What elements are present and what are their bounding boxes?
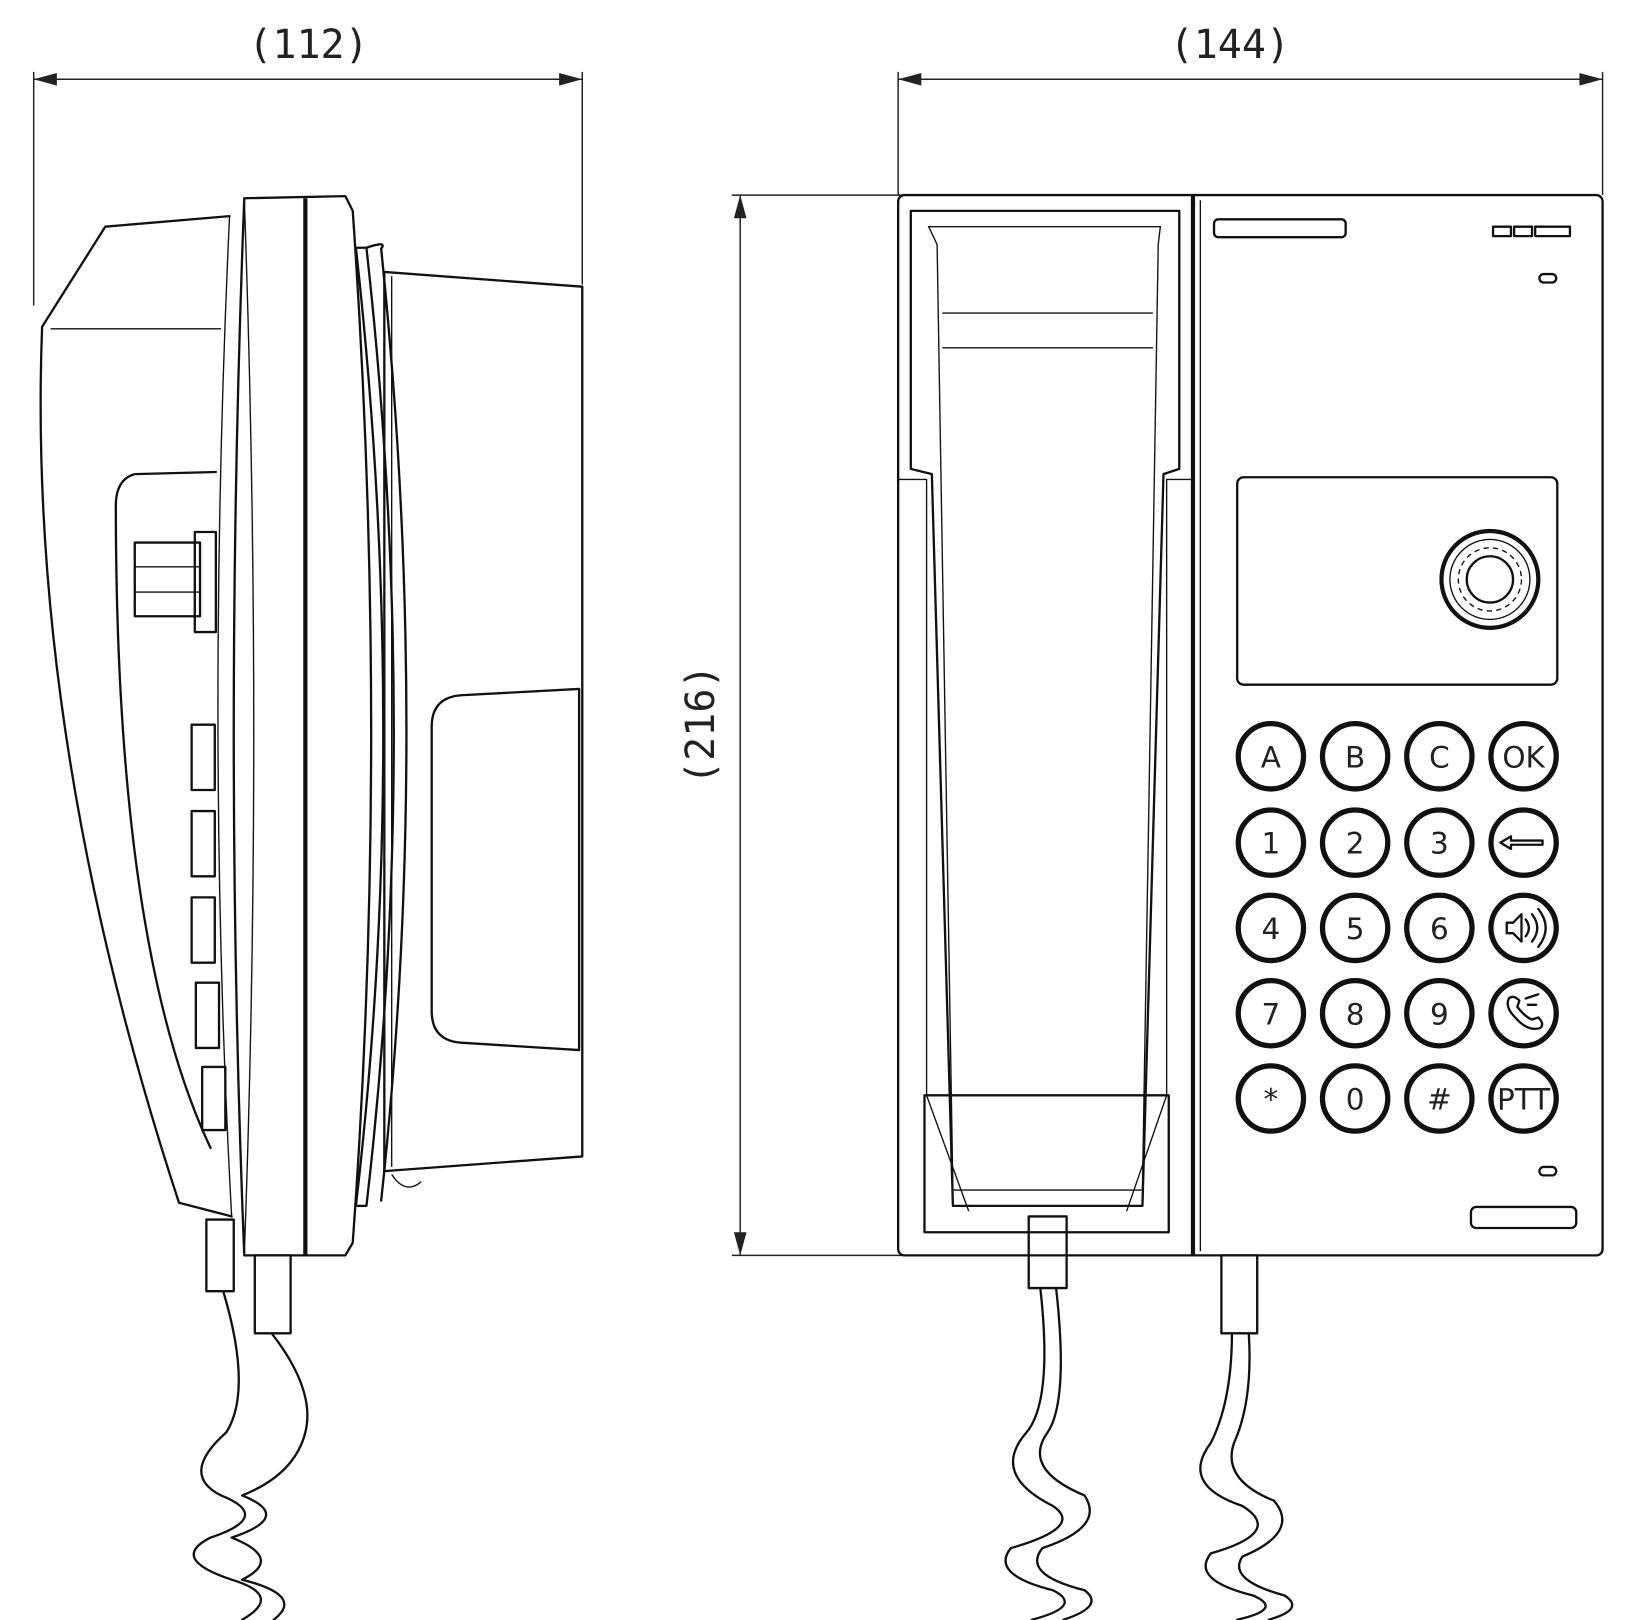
key-3-2[interactable]: 9 <box>1404 977 1475 1049</box>
key-circle <box>1235 1063 1307 1134</box>
indicator-led <box>1491 225 1513 238</box>
key-circle <box>1488 721 1559 792</box>
key-circle <box>1404 807 1475 878</box>
key-0-3[interactable]: OK <box>1488 721 1559 792</box>
key-2-3[interactable] <box>1488 892 1559 964</box>
key-4-3[interactable]: PTT <box>1488 1063 1559 1134</box>
key-4-1[interactable]: 0 <box>1319 1063 1391 1134</box>
key-circle <box>1404 977 1475 1049</box>
bottom-slot <box>1469 1205 1578 1230</box>
key-label: 1 <box>1262 827 1281 861</box>
key-label: # <box>1427 1083 1452 1117</box>
key-label: 5 <box>1346 912 1365 946</box>
side-cords <box>192 1218 309 1620</box>
key-circle <box>1488 807 1559 878</box>
key-circle <box>1319 977 1391 1049</box>
key-label: 4 <box>1262 912 1281 946</box>
display-screen <box>1236 476 1559 686</box>
side-depth-label: (112) <box>248 22 368 68</box>
camera-icon <box>1439 528 1541 630</box>
key-label: * <box>1264 1083 1279 1117</box>
key-label: 6 <box>1430 912 1449 946</box>
key-3-0[interactable]: 7 <box>1235 977 1307 1049</box>
key-label: B <box>1345 740 1365 774</box>
top-slot <box>1212 218 1347 239</box>
keypad: A B C OK 1 2 3 4 5 6 7 8 9 * 0 # PTT <box>1235 721 1559 1134</box>
key-label: OK <box>1502 740 1545 774</box>
key-1-2[interactable]: 3 <box>1404 807 1475 878</box>
key-3-3[interactable] <box>1488 977 1559 1049</box>
key-circle <box>1404 721 1475 792</box>
key-1-1[interactable]: 2 <box>1319 807 1391 878</box>
dimension-front-height: (216) <box>678 194 906 1257</box>
key-2-2[interactable]: 6 <box>1404 892 1475 964</box>
key-circle <box>1319 807 1391 878</box>
key-1-0[interactable]: 1 <box>1235 807 1307 878</box>
key-circle <box>1488 1063 1559 1134</box>
dimension-side-depth: (112) <box>32 22 584 306</box>
key-3-1[interactable]: 8 <box>1319 977 1391 1049</box>
key-0-1[interactable]: B <box>1319 721 1391 792</box>
key-circle <box>1235 892 1307 964</box>
key-label: PTT <box>1497 1083 1551 1117</box>
key-label: A <box>1261 740 1281 774</box>
key-circle <box>1235 721 1307 792</box>
key-label: 7 <box>1262 997 1281 1031</box>
speaker-icon <box>1505 907 1547 949</box>
key-circle <box>1319 892 1391 964</box>
key-4-0[interactable]: * <box>1235 1063 1307 1134</box>
key-2-0[interactable]: 4 <box>1235 892 1307 964</box>
key-label: C <box>1429 740 1450 774</box>
key-circle <box>1319 721 1391 792</box>
side-view <box>39 194 584 1620</box>
key-label: 2 <box>1346 827 1365 861</box>
key-circle <box>1235 807 1307 878</box>
key-label: 0 <box>1346 1083 1365 1117</box>
front-width-label: (144) <box>1170 22 1290 68</box>
key-label: 8 <box>1346 997 1365 1031</box>
side-box-recess <box>430 687 581 1052</box>
key-circle <box>1319 1063 1391 1134</box>
front-view: A B C OK 1 2 3 4 5 6 7 8 9 * 0 # PTT <box>896 193 1604 1620</box>
side-keys <box>190 723 227 1132</box>
hang-up-icon <box>1506 993 1544 1031</box>
indicator-led <box>1512 225 1534 238</box>
front-height-label: (216) <box>678 665 724 785</box>
key-label: 9 <box>1430 997 1449 1031</box>
key-0-0[interactable]: A <box>1235 721 1307 792</box>
key-0-2[interactable]: C <box>1404 721 1475 792</box>
key-circle <box>1235 977 1307 1049</box>
key-circle <box>1404 892 1475 964</box>
key-label: 3 <box>1430 827 1449 861</box>
key-circle <box>1404 1063 1475 1134</box>
key-1-3[interactable] <box>1488 807 1559 878</box>
key-2-1[interactable]: 5 <box>1319 892 1391 964</box>
indicator-led <box>1534 225 1572 238</box>
key-4-2[interactable]: # <box>1404 1063 1475 1134</box>
backspace-arrow-icon <box>1499 835 1544 851</box>
dimension-front-width: (144) <box>897 22 1604 196</box>
